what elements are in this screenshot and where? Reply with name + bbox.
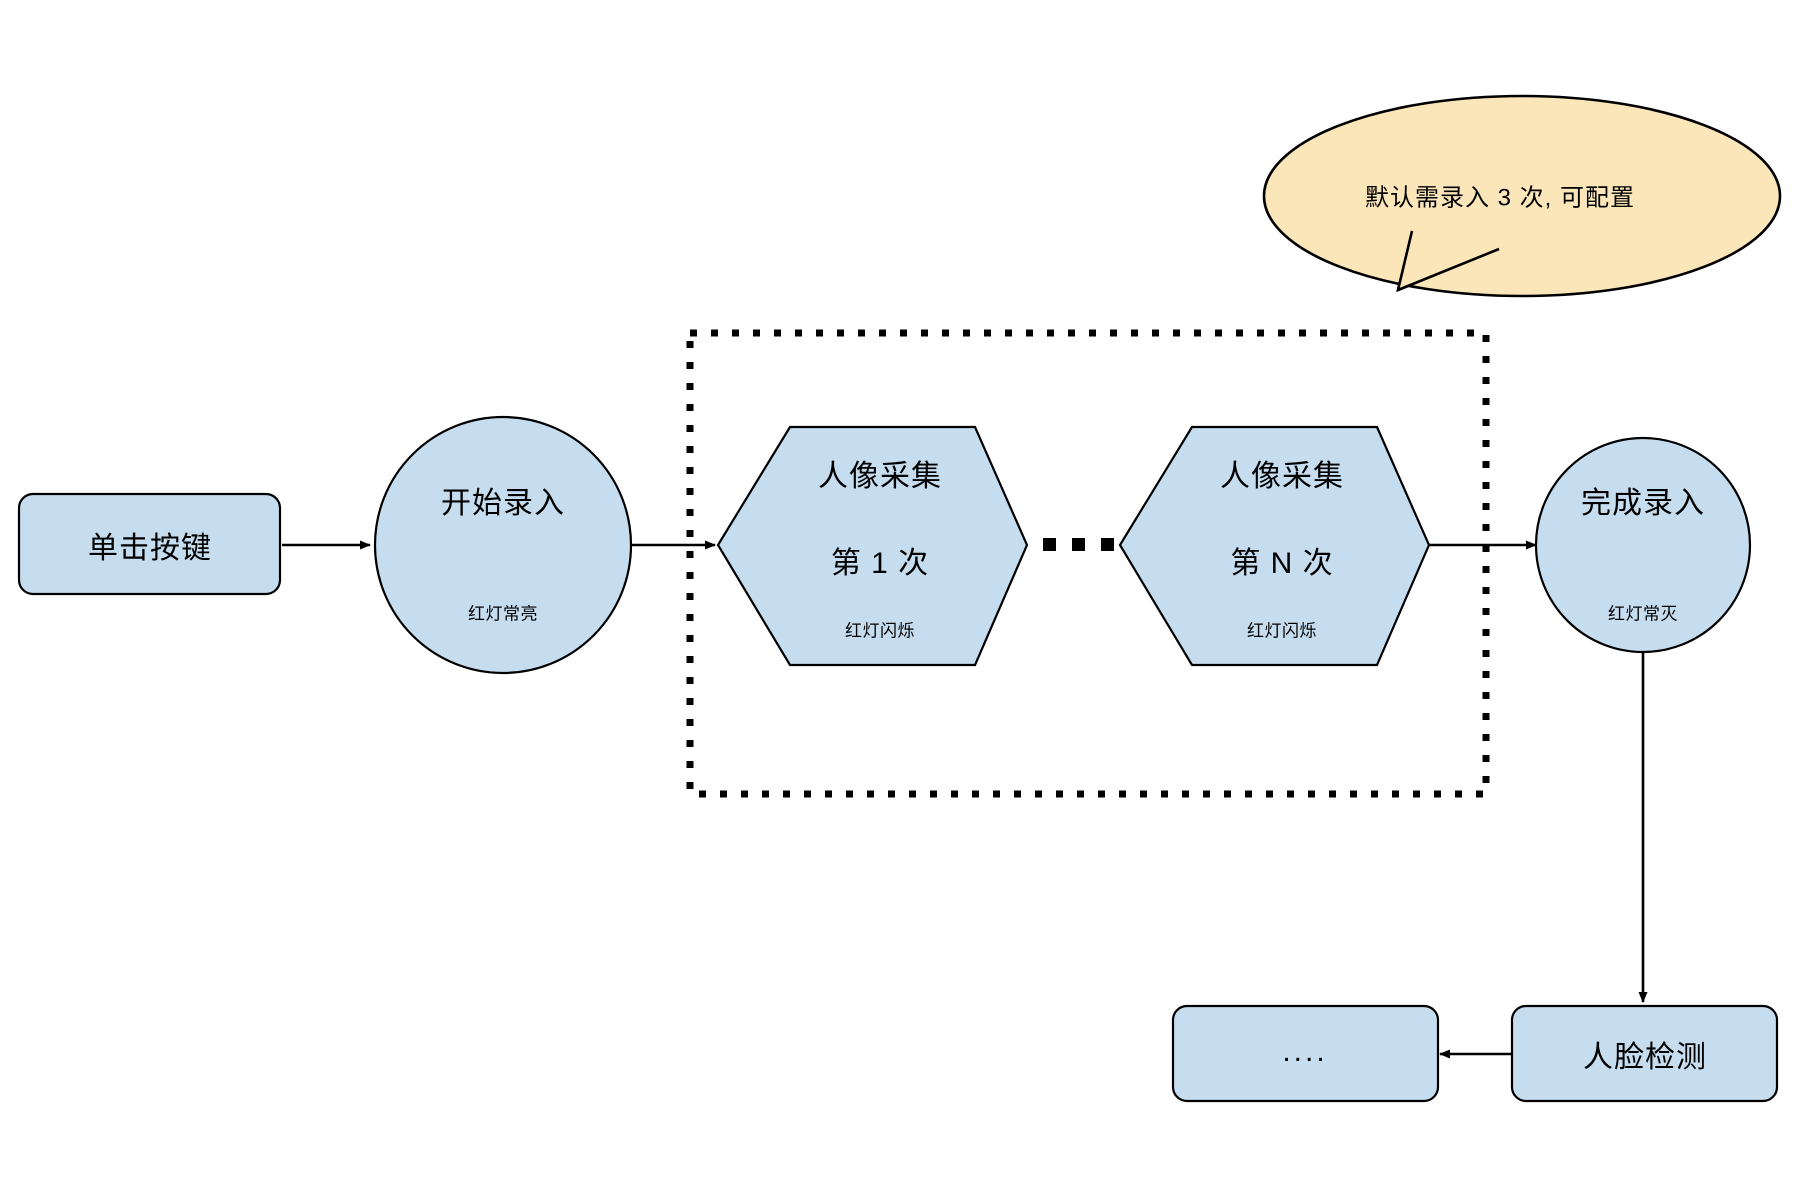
callout-tail-fill-patch <box>1398 232 1498 290</box>
callout-bubble[interactable] <box>1262 94 1782 298</box>
node-click-key[interactable] <box>17 492 282 596</box>
node-capture-first[interactable] <box>716 425 1029 667</box>
node-face-detect[interactable] <box>1510 1004 1779 1103</box>
node-start-enroll[interactable] <box>373 415 633 675</box>
node-more-steps[interactable] <box>1171 1004 1440 1103</box>
callout-tail-edge-left <box>1396 230 1414 291</box>
node-capture-nth[interactable] <box>1118 425 1431 667</box>
callout-tail-edge-right <box>1397 247 1500 292</box>
callout-ellipse <box>1262 94 1782 298</box>
node-finish-enroll[interactable] <box>1534 436 1752 654</box>
